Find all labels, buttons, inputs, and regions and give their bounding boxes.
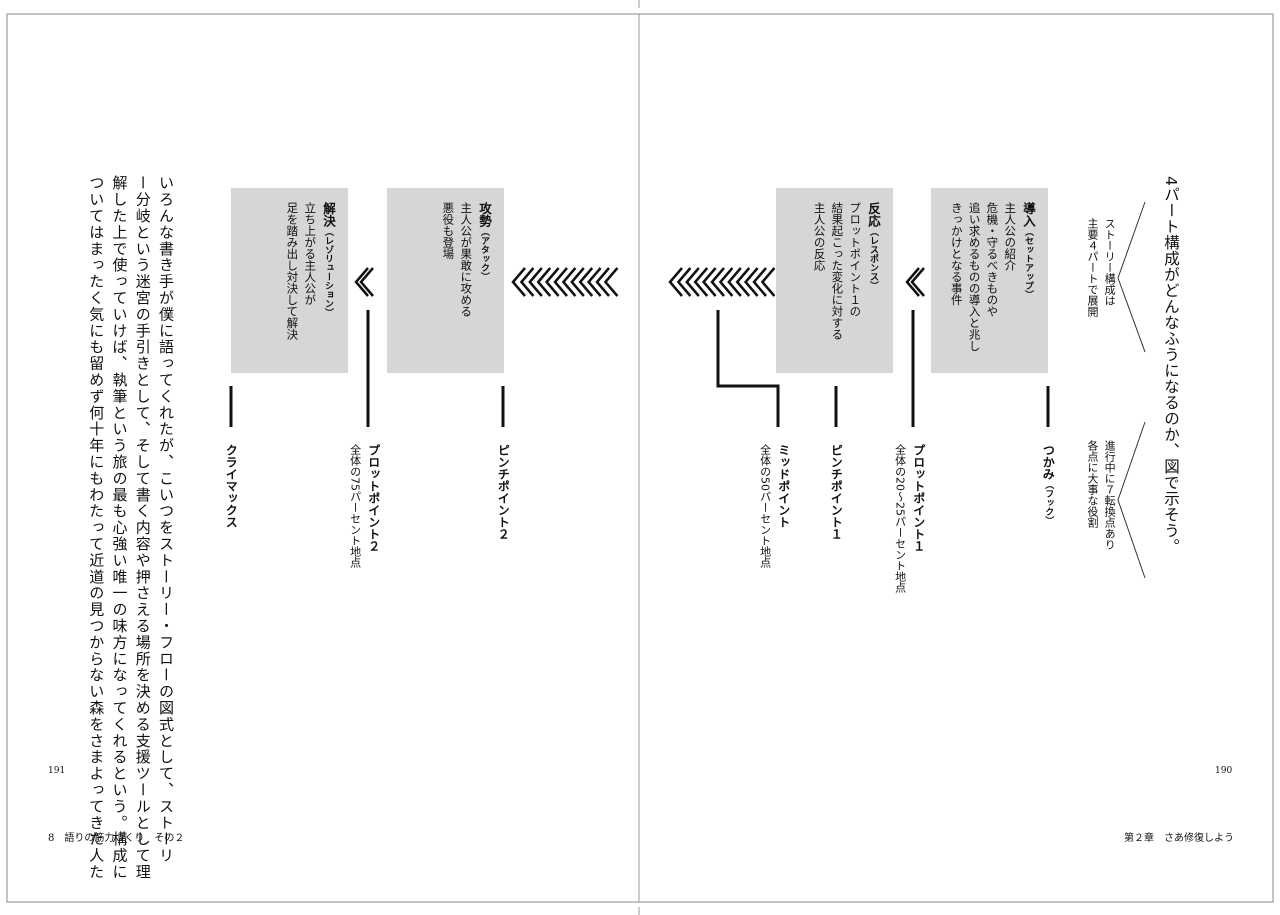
chevron-arrow xyxy=(710,267,725,297)
box-ruby: （セットアップ） xyxy=(1023,227,1033,299)
body-column: いろんな書き手が僕に語ってくれたが、こいつをストーリー・フローの図式として、スト… xyxy=(157,175,175,864)
box-setup: 導入（セットアップ） 主人公の紹介 危機・守るべきものや 追い求めるものの導入と… xyxy=(931,188,1048,373)
box-resolution: 解決（レゾリューション） 立ち上がる主人公が 足を踏み出し対決して解決 xyxy=(231,188,348,373)
body-column: ー分岐という迷宮の手引きとして、そして書く内容や押さえる場所を決める支援ツールと… xyxy=(133,175,152,881)
point-sub: 全体の75パーセント地点 xyxy=(348,444,362,568)
point-title: つかみ xyxy=(1041,444,1056,480)
box-line: 足を踏み出し対決して解決 xyxy=(285,202,300,340)
chevron-arrow xyxy=(586,267,602,297)
box-line: プロットポイント１の xyxy=(848,202,863,317)
running-footer-right: 第２章 さあ修復しよう xyxy=(1124,833,1234,844)
chevron-arrow xyxy=(727,267,742,297)
point-ruby: （フック） xyxy=(1043,480,1054,525)
side-note-line: 進行中に７転換点あり xyxy=(1103,440,1117,550)
point-pinch-1: ピンチポイント１ xyxy=(826,444,845,540)
chevron-arrow xyxy=(511,267,526,297)
page-number-left: 191 xyxy=(48,766,66,776)
box-attack: 攻勢（アタック） 主人公が果敢に攻める 悪役も登場 xyxy=(387,188,504,373)
chevron-arrow xyxy=(570,267,585,297)
box-line: きっかけとなる事件 xyxy=(949,202,964,306)
chevron-arrow xyxy=(528,267,543,297)
side-note-parts: ストーリー構成は 主要４パートで展開 xyxy=(1084,218,1118,317)
chevron-arrow xyxy=(693,267,709,297)
box-title: 解決 xyxy=(321,202,336,227)
box-title: 攻勢 xyxy=(477,202,492,227)
chevron-arrow xyxy=(701,267,717,297)
box-ruby: （アタック） xyxy=(479,227,489,281)
point-pinch-2: ピンチポイント２ xyxy=(493,444,512,540)
side-note-line: 各点に大事な役割 xyxy=(1086,440,1100,528)
chevron-arrow xyxy=(718,267,734,297)
point-title: プロットポイント２ xyxy=(366,444,381,552)
box-title: 導入 xyxy=(1021,202,1036,227)
point-plot-point-2: プロットポイント２ 全体の75パーセント地点 xyxy=(346,444,383,568)
chevron-arrow xyxy=(536,267,552,297)
chevron-arrow xyxy=(595,267,610,297)
diagram-heading: 4パート構成がどんなふうになるのか、図で示そう。 xyxy=(1162,176,1180,555)
box-line: 追い求めるものの導入と兆し xyxy=(967,202,982,352)
chevron-arrow xyxy=(735,267,751,297)
point-midpoint: ミッドポイント 全体の50パーセント地点 xyxy=(756,444,793,568)
box-response: 反応（レスポンス） プロットポイント１の 結果起こった変化に対する 主人公の反応 xyxy=(776,188,893,373)
point-title: ミッドポイント xyxy=(776,444,791,528)
box-line: 主人公の反応 xyxy=(812,202,827,271)
box-line: 立ち上がる主人公が xyxy=(303,202,318,306)
chevron-arrow xyxy=(676,267,692,297)
side-note-line: ストーリー構成は xyxy=(1103,218,1117,306)
chevron-arrow xyxy=(519,267,535,297)
side-note-line: 主要４パートで展開 xyxy=(1086,218,1100,317)
point-sub: 全体の50パーセント地点 xyxy=(758,444,772,568)
chevron-arrow xyxy=(752,267,767,297)
body-text: いろんな書き手が僕に語ってくれたが、こいつをストーリー・フローの図式として、スト… xyxy=(84,175,177,880)
point-climax: クライマックス xyxy=(221,444,240,528)
chevron-arrow xyxy=(578,267,594,297)
box-ruby: （レスポンス） xyxy=(868,227,878,290)
box-line: 主人公が果敢に攻める xyxy=(459,202,474,317)
box-ruby: （レゾリューション） xyxy=(323,227,333,317)
box-line: 主人公の紹介 xyxy=(1003,202,1018,271)
chevron-arrow xyxy=(553,267,568,297)
box-line: 結果起こった変化に対する xyxy=(830,202,845,340)
chevron-arrow xyxy=(685,267,700,297)
box-line: 危機・守るべきものや xyxy=(985,202,1000,317)
chevron-arrow xyxy=(668,267,683,297)
box-line: 悪役も登場 xyxy=(441,202,456,260)
chevron-arrow xyxy=(544,267,560,297)
chevron-arrow xyxy=(603,267,619,297)
box-title: 反応 xyxy=(866,202,881,227)
body-column: ついてはまったく気にも留めず何十年にもわたって近道の見つからない森をさまよってき… xyxy=(87,175,106,881)
chevron-arrow xyxy=(743,267,759,297)
point-hook: つかみ（フック） xyxy=(1038,444,1057,525)
point-sub: 全体の20～25パーセント地点 xyxy=(893,444,907,593)
point-plot-point-1: プロットポイント１ 全体の20～25パーセント地点 xyxy=(891,444,928,593)
point-title: ピンチポイント２ xyxy=(496,444,511,540)
point-title: プロットポイント１ xyxy=(911,444,926,552)
running-footer-left: 8 語りの筋力づくり その２ xyxy=(48,833,185,844)
point-title: ピンチポイント１ xyxy=(829,444,844,540)
side-note-turning-points: 進行中に７転換点あり 各点に大事な役割 xyxy=(1084,440,1118,550)
chevron-arrow xyxy=(561,267,577,297)
chevron-arrow xyxy=(760,267,776,297)
point-title: クライマックス xyxy=(224,444,239,528)
page-number-right: 190 xyxy=(1215,766,1233,776)
body-column: 解した上で使っていけば、執筆という旅の最も心強い唯一の味方になってくれるという。… xyxy=(110,175,129,881)
